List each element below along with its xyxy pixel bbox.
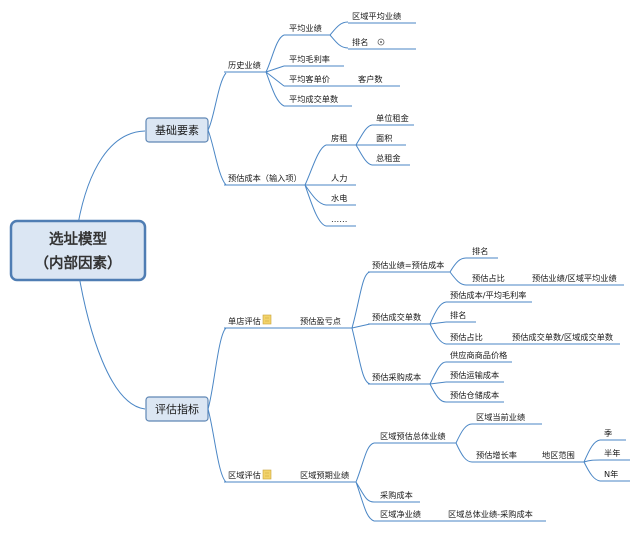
node-n-year[interactable]: N年 — [604, 469, 618, 479]
node-perf-share[interactable]: 预估占比 — [472, 273, 505, 283]
node-profit-point[interactable]: 预估盈亏点 — [300, 316, 341, 326]
note-icon[interactable] — [262, 469, 272, 480]
node-region-expected[interactable]: 区域预期业绩 — [300, 470, 349, 480]
connector-basic-history — [207, 72, 227, 131]
node-customers[interactable]: 客户数 — [358, 74, 383, 84]
node-avg-margin[interactable]: 平均毛利率 — [289, 54, 330, 64]
node-half-year[interactable]: 半年 — [604, 448, 620, 458]
connector-eval-store — [207, 327, 227, 410]
node-deals-share-formula[interactable]: 预估成交单数/区域成交单数 — [512, 332, 613, 342]
node-deals-rank[interactable]: 排名 — [450, 310, 466, 320]
svg-text:评估指标: 评估指标 — [155, 402, 199, 416]
node-region-total-perf[interactable]: 区域预估总体业绩 — [380, 431, 446, 441]
connector-profit-children — [351, 271, 371, 385]
connector-cost-children — [304, 144, 327, 227]
root-subtitle: （内部因素） — [35, 254, 122, 272]
node-region-net-perf[interactable]: 区域净业绩 — [380, 509, 421, 519]
node-est-cost[interactable]: 预估成本（输入项） — [228, 173, 302, 183]
node-unit-rent[interactable]: 单位租金 — [376, 113, 409, 123]
root-node[interactable]: 选址模型 （内部因素） — [9, 219, 147, 282]
node-deals-share[interactable]: 预估占比 — [450, 332, 483, 342]
node-growth-rate[interactable]: 预估增长率 — [476, 450, 517, 460]
node-perf-rank[interactable]: 排名 — [472, 246, 488, 256]
node-store-eval[interactable]: 单店评估 — [228, 316, 261, 326]
node-total-rent[interactable]: 总租金 — [376, 153, 401, 163]
connector-eval-region — [207, 408, 227, 483]
node-net-formula[interactable]: 区域总体业绩-采购成本 — [448, 509, 533, 519]
node-transport-cost[interactable]: 预估运输成本 — [450, 370, 499, 380]
node-region-eval[interactable]: 区域评估 — [228, 470, 261, 480]
node-purchase-cost[interactable]: 采购成本 — [380, 490, 413, 500]
svg-text:基础要素: 基础要素 — [155, 124, 199, 137]
node-avg-ticket[interactable]: 平均客单价 — [289, 74, 330, 84]
node-area[interactable]: 面积 — [376, 133, 392, 143]
connector-region-children — [355, 442, 375, 522]
node-eval[interactable]: 评估指标 — [145, 396, 209, 422]
node-region-current-perf[interactable]: 区域当前业绩 — [476, 412, 525, 422]
node-deals-formula[interactable]: 预估成本/平均毛利率 — [450, 290, 526, 300]
node-basic[interactable]: 基础要素 — [145, 117, 209, 143]
node-perf-eq-cost[interactable]: 预估业绩=预估成本 — [372, 260, 444, 270]
root-title: 选址模型 — [49, 230, 107, 248]
node-supplier-price[interactable]: 供应商商品价格 — [450, 350, 507, 360]
connector-root-eval — [77, 269, 146, 410]
node-est-deals[interactable]: 预估成交单数 — [372, 312, 421, 322]
node-utilities[interactable]: 水电 — [331, 193, 347, 203]
node-avg-deals[interactable]: 平均成交单数 — [289, 94, 338, 104]
node-avg-perf[interactable]: 平均业绩 — [289, 23, 322, 33]
connector-basic-cost — [207, 129, 227, 186]
node-quarter[interactable]: 季 — [604, 428, 612, 438]
node-history[interactable]: 历史业绩 — [228, 60, 261, 70]
node-rank[interactable]: 排名 — [352, 37, 368, 47]
node-more[interactable]: …… — [331, 214, 347, 224]
expand-icon[interactable] — [377, 38, 385, 46]
node-storage-cost[interactable]: 预估仓储成本 — [450, 390, 499, 400]
node-labor[interactable]: 人力 — [331, 173, 347, 183]
node-rent[interactable]: 房租 — [331, 133, 347, 143]
node-region-avg-perf[interactable]: 区域平均业绩 — [352, 11, 401, 21]
node-est-purchase[interactable]: 预估采购成本 — [372, 372, 421, 382]
node-perf-share-formula[interactable]: 预估业绩/区域平均业绩 — [532, 273, 617, 283]
note-icon[interactable] — [262, 314, 272, 325]
node-area-scope[interactable]: 地区范围 — [542, 450, 575, 460]
connector-history-children — [265, 34, 285, 107]
connector-root-basic — [77, 130, 146, 225]
